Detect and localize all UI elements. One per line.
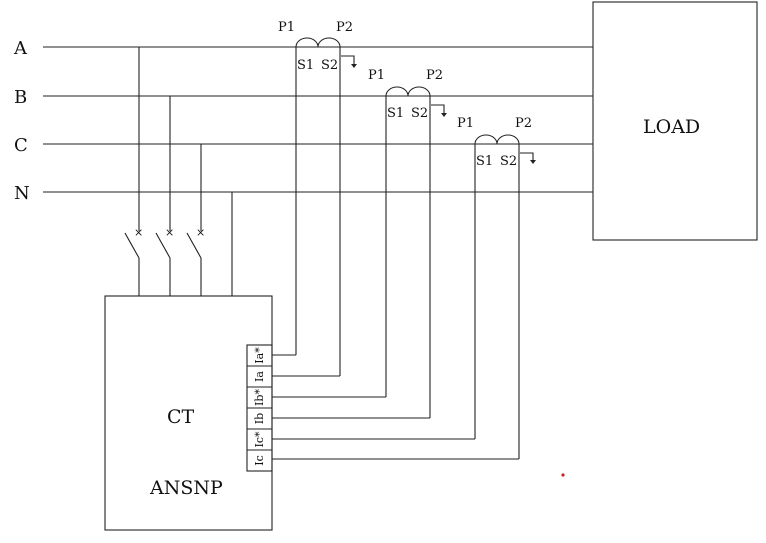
ct-coil-a <box>295 37 341 48</box>
meter-label-model: ANSNP <box>149 477 223 499</box>
ct-b-s2: S2 <box>411 106 428 121</box>
ct-a-s1: S1 <box>297 58 314 73</box>
ct-c-s2: S2 <box>500 154 517 169</box>
line-label-a: A <box>13 38 28 59</box>
ct-a-p1: P1 <box>278 20 295 35</box>
line-label-c: C <box>14 135 28 156</box>
ct-coil-b <box>385 86 431 97</box>
terminal-ic: Ic <box>253 455 266 466</box>
voltage-tap-c: × <box>186 144 205 296</box>
ct-c-s1: S1 <box>476 154 493 169</box>
voltage-tap-b: × <box>155 96 174 296</box>
terminal-ic-star: Ic* <box>253 431 266 448</box>
ct-b-p1: P1 <box>368 68 385 83</box>
ct-b: P1 P2 S1 S2 <box>272 68 447 419</box>
terminal-ia: Ia <box>253 371 266 382</box>
load-box <box>592 1 758 241</box>
ct-a: P1 P2 S1 S2 <box>272 20 357 377</box>
ct-a-p2: P2 <box>336 20 353 35</box>
meter-label-ct: CT <box>167 406 195 428</box>
ct-c-p1: P1 <box>457 116 474 131</box>
switch-mark-c: × <box>196 226 205 239</box>
ct-b-s1: S1 <box>387 106 404 121</box>
red-dot-mark <box>561 473 565 477</box>
ct-c: P1 P2 S1 S2 <box>272 116 536 460</box>
ct-b-p2: P2 <box>426 68 443 83</box>
switch-mark-a: × <box>134 226 143 239</box>
line-label-b: B <box>14 87 27 108</box>
switch-mark-b: × <box>165 226 174 239</box>
load-label: LOAD <box>643 116 700 138</box>
terminal-ib-star: Ib* <box>253 389 266 406</box>
line-label-n: N <box>14 183 30 204</box>
terminal-ib: Ib <box>253 413 266 424</box>
voltage-tap-a: × <box>124 47 143 296</box>
ct-c-p2: P2 <box>515 116 532 131</box>
ct-coil-c <box>474 134 520 145</box>
ct-a-s2: S2 <box>321 58 338 73</box>
terminal-ia-star: Ia* <box>253 347 266 364</box>
